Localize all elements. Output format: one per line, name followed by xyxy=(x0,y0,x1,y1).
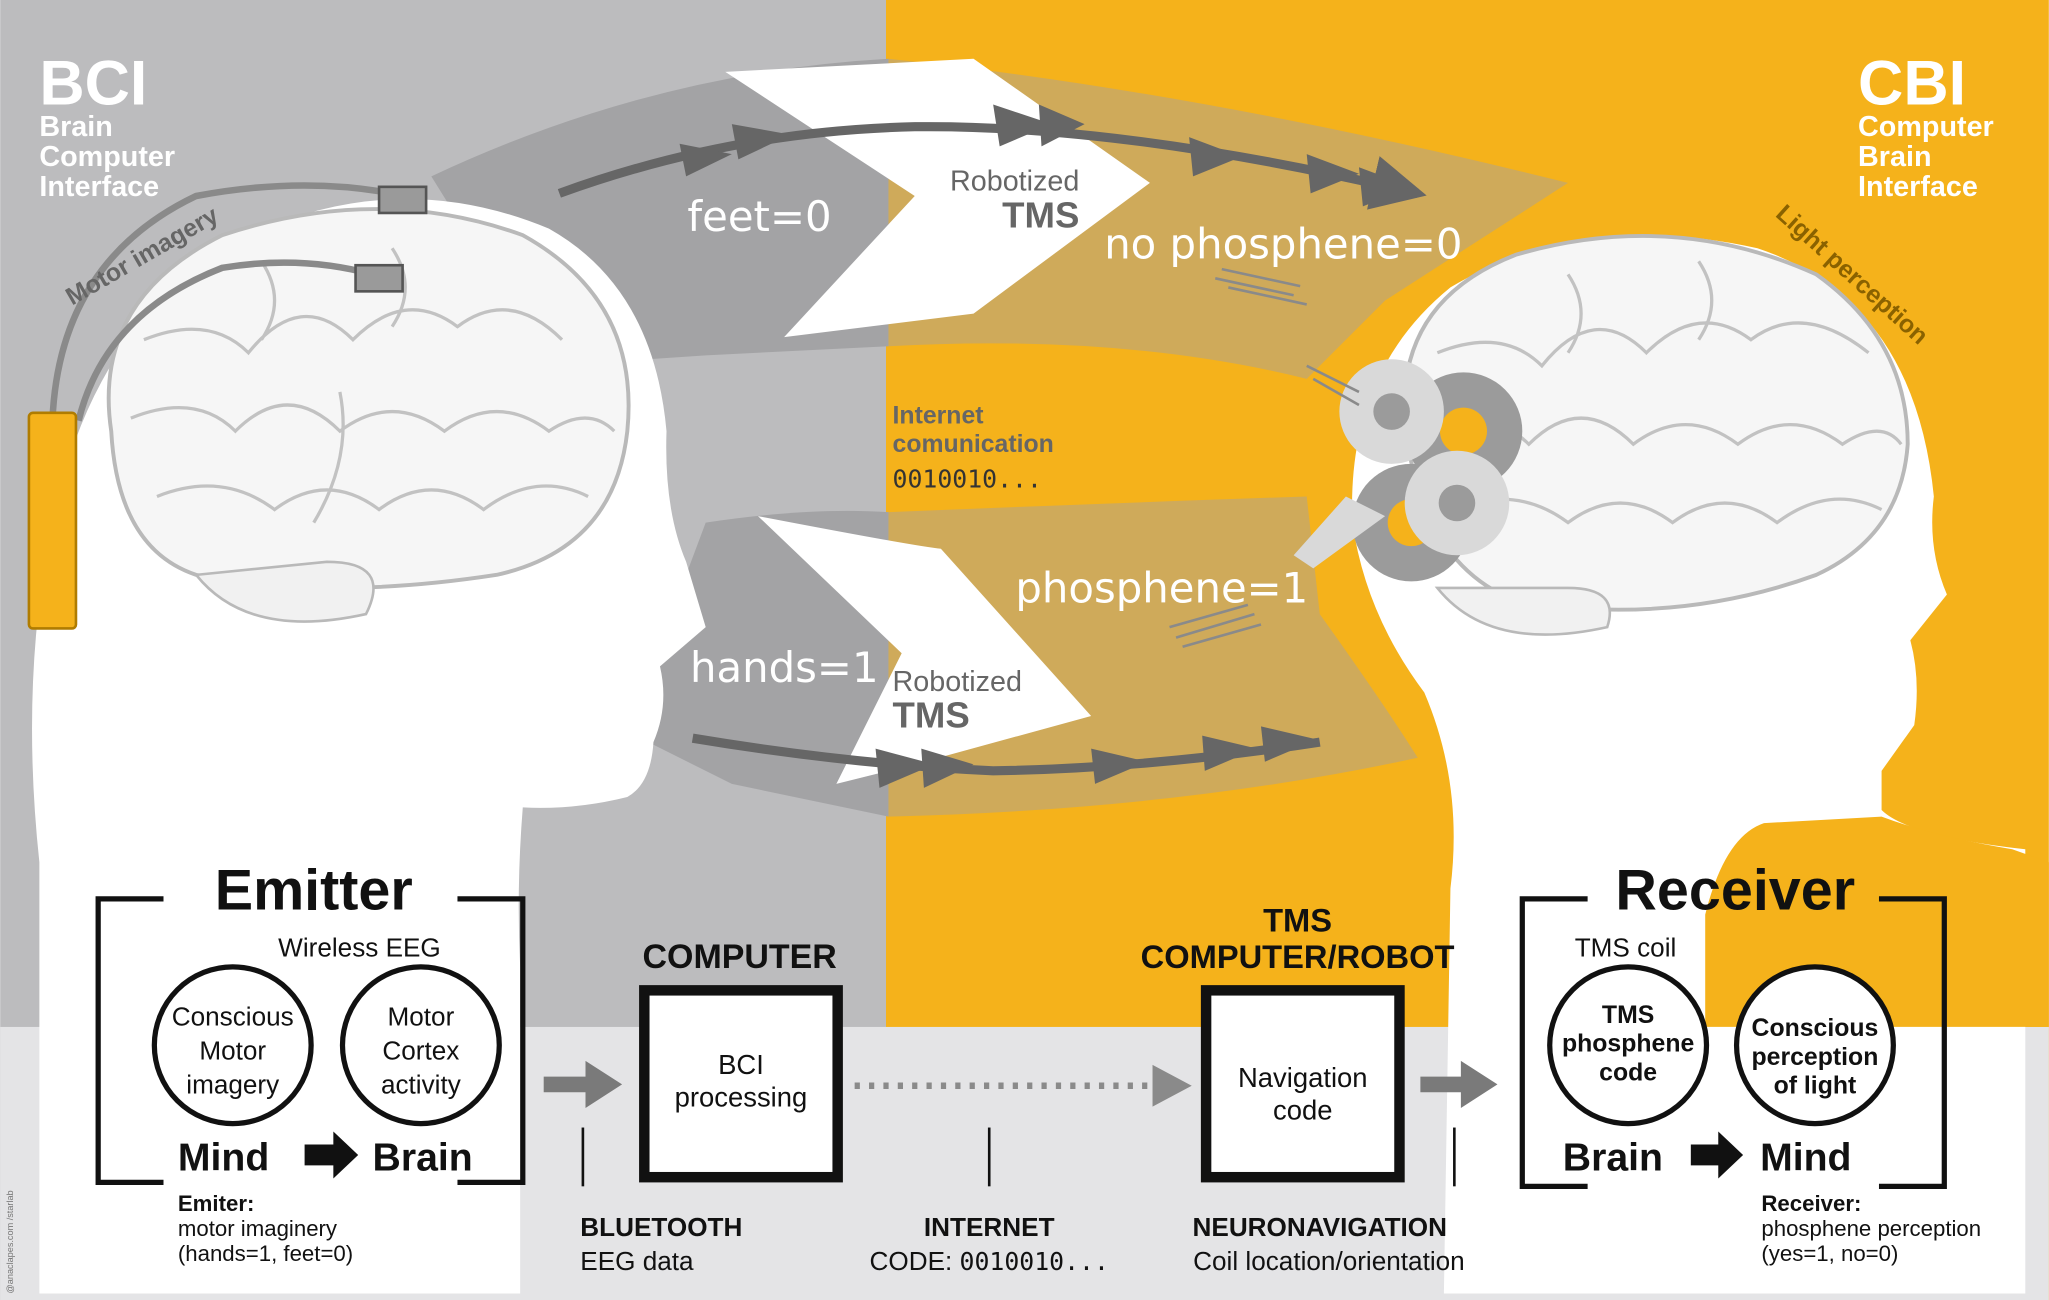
emitter-brain xyxy=(106,207,631,623)
receiver-brain-mind-arrow xyxy=(1690,1131,1744,1179)
cbi-line2: Brain xyxy=(1858,141,1931,173)
lower-arrowheads xyxy=(875,726,1318,788)
bluetooth-label: BLUETOOTH xyxy=(580,1212,742,1242)
computer-title: COMPUTER xyxy=(643,938,837,976)
emitter-mind-label: Mind xyxy=(178,1137,269,1180)
eeg-cable-outer xyxy=(49,182,393,421)
credit-watermark: @anaclapes.com /starlab xyxy=(5,1190,15,1293)
computer-box-line1: BCI xyxy=(718,1049,764,1080)
tms-robot-title-line2: COMPUTER/ROBOT xyxy=(1141,938,1455,975)
internet-code-value: 0010010... xyxy=(960,1247,1109,1276)
tms-coil-icon xyxy=(1293,359,1523,582)
receiver-circle1-line2: phosphene xyxy=(1562,1031,1694,1058)
emitter-circle1-line1: Conscious xyxy=(172,1002,294,1032)
emitter-circle2-line2: Cortex xyxy=(382,1036,459,1066)
emitter-title: Emitter xyxy=(215,858,413,922)
receiver-circle1-line3: code xyxy=(1599,1060,1657,1087)
receiver-circle2-line2: perception xyxy=(1752,1044,1879,1071)
emitter-circle1-line3: imagery xyxy=(186,1070,280,1100)
internet-line1: Internet xyxy=(893,402,984,429)
emitter-caption-line2: (hands=1, feet=0) xyxy=(178,1241,353,1266)
internet-code-bottom: CODE: 0010010... xyxy=(870,1246,1109,1276)
receiver-brain-label: Brain xyxy=(1563,1137,1663,1180)
receiver-brain xyxy=(1402,234,1910,636)
bci-abbr: BCI xyxy=(39,49,147,119)
internet-bottom-label: INTERNET xyxy=(924,1212,1055,1242)
computer-box xyxy=(639,985,843,1183)
receiver-caption-line2: (yes=1, no=0) xyxy=(1761,1241,1898,1266)
emitter-left-bracket xyxy=(95,896,164,1186)
receiver-mind-label: Mind xyxy=(1760,1137,1851,1180)
bci-line3: Interface xyxy=(39,171,159,203)
tms-robot-box-line2: code xyxy=(1273,1095,1332,1126)
cbi-line3: Interface xyxy=(1858,171,1978,203)
tms-coil-label: TMS coil xyxy=(1575,932,1677,962)
eeg-battery xyxy=(27,411,78,630)
tms-rays xyxy=(1169,267,1360,648)
emitter-brain-label: Brain xyxy=(373,1137,473,1180)
emitter-circle1-line2: Motor xyxy=(199,1036,266,1066)
emitter-circle2-line1: Motor xyxy=(387,1002,454,1032)
tms-robot-title-line1: TMS xyxy=(1263,902,1332,939)
upper-signal-arrow xyxy=(557,122,1427,210)
tms-phosphene-code-circle xyxy=(1547,964,1710,1127)
emitter-circle2-line3: activity xyxy=(381,1070,462,1100)
emitter-to-computer-arrow xyxy=(543,1060,623,1108)
eeg-sensor-bottom xyxy=(354,263,404,293)
emitter-right-bracket xyxy=(457,896,526,1186)
internet-line2: comunication xyxy=(893,431,1054,458)
coil-location-label: Coil location/orientation xyxy=(1193,1246,1465,1276)
phosphene-label: phosphene=1 xyxy=(1015,563,1308,612)
receiver-right-bracket xyxy=(1878,896,1947,1189)
tms-robot-box xyxy=(1200,985,1405,1183)
lower-white-chevron xyxy=(757,516,1092,784)
upper-arrowheads xyxy=(679,104,1412,207)
tms-top-label: TMS xyxy=(1002,194,1079,235)
robotized-bottom-label: Robotized xyxy=(893,666,1022,698)
emitter-caption-bold: Emiter: xyxy=(178,1191,255,1216)
tms-bottom-label: TMS xyxy=(893,695,970,736)
cbi-line1: Computer xyxy=(1858,111,1994,143)
eeg-data-label: EEG data xyxy=(580,1246,694,1276)
wireless-eeg-label: Wireless EEG xyxy=(278,932,441,962)
receiver-caption-bold: Receiver: xyxy=(1761,1191,1861,1216)
internet-code-prefix: CODE: xyxy=(870,1246,960,1276)
receiver-circle1-line1: TMS xyxy=(1602,1002,1654,1029)
conscious-motor-imagery-circle xyxy=(151,964,314,1127)
conscious-perception-circle xyxy=(1733,964,1896,1127)
emitter-caption-line1: motor imaginery xyxy=(178,1216,338,1241)
computer-box-line2: processing xyxy=(675,1082,808,1113)
hands-label: hands=1 xyxy=(690,643,879,692)
no-phosphene-label: no phosphene=0 xyxy=(1104,220,1462,269)
feet-label: feet=0 xyxy=(687,192,831,241)
robotized-top-label: Robotized xyxy=(950,166,1079,198)
emitter-mind-brain-arrow xyxy=(304,1131,359,1179)
eeg-cable-inner xyxy=(75,259,374,422)
receiver-left-bracket xyxy=(1519,896,1588,1189)
receiver-title: Receiver xyxy=(1615,858,1855,922)
bci-line1: Brain xyxy=(39,111,112,143)
bci-line2: Computer xyxy=(39,141,175,173)
tms-robot-box-line1: Navigation xyxy=(1238,1062,1368,1093)
receiver-caption-line1: phosphene perception xyxy=(1761,1216,1981,1241)
internet-code: 0010010... xyxy=(893,464,1042,493)
internet-dotted-arrowhead xyxy=(1152,1064,1192,1107)
receiver-circle2-line3: of light xyxy=(1774,1073,1857,1100)
receiver-circle2-line1: Conscious xyxy=(1752,1015,1879,1042)
cbi-abbr: CBI xyxy=(1858,49,1966,119)
tms-to-receiver-arrow xyxy=(1420,1060,1498,1108)
neuronavigation-label: NEURONAVIGATION xyxy=(1193,1212,1447,1242)
motor-cortex-activity-circle xyxy=(339,964,502,1127)
eeg-sensor-top xyxy=(377,185,428,215)
